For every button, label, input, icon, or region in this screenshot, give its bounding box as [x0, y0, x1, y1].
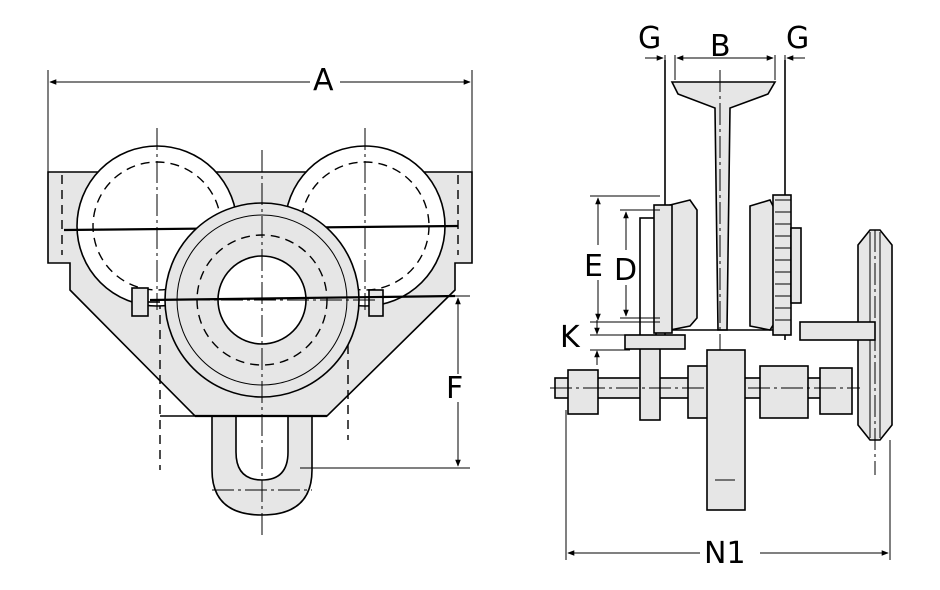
label-K: K: [560, 320, 581, 355]
dimension-E: E: [584, 195, 660, 323]
right-bolt-head: [368, 289, 384, 317]
label-B: B: [710, 29, 731, 64]
label-F: F: [446, 371, 463, 406]
k-clearance-bolt: [624, 334, 686, 350]
dimension-F: F: [300, 295, 470, 469]
front-view: A F: [47, 63, 473, 535]
side-right-gear-wheel: [749, 194, 802, 336]
left-bolt-head: [131, 287, 149, 317]
dimension-A: A: [47, 63, 473, 172]
dimension-G-B-G: G B G: [638, 21, 809, 80]
cross-shaft-bolt: [550, 339, 860, 421]
side-view: G B G E D K: [550, 21, 893, 571]
load-bar: [706, 349, 746, 511]
label-N1: N1: [704, 536, 746, 571]
label-D: D: [614, 253, 637, 288]
label-G-right: G: [786, 21, 809, 56]
side-left-wheel: [639, 199, 698, 337]
dimension-N1: N1: [565, 410, 891, 571]
dimension-K: K: [560, 320, 630, 365]
dimension-D: D: [614, 209, 660, 319]
label-G-left: G: [638, 21, 661, 56]
hand-chain-wheel: [799, 229, 893, 475]
label-A: A: [313, 63, 334, 98]
label-E: E: [584, 249, 603, 284]
